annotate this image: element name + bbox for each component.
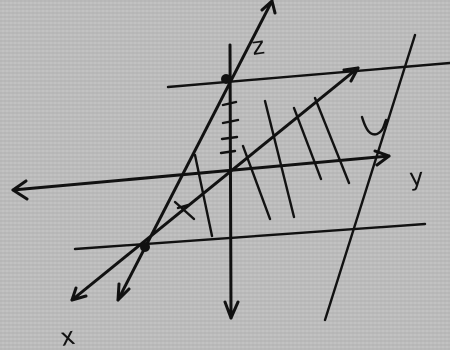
diagonal-x-axis [70, 66, 360, 302]
upper-intersection-dot [221, 74, 231, 84]
tick-mark-1 [221, 100, 238, 107]
steep-diagonal-lower-arrowhead [116, 282, 131, 302]
right-slanted-line [323, 33, 417, 322]
y-axis-left-arrowhead [11, 179, 29, 201]
tick-mark-2 [221, 118, 240, 125]
hatch-marks [173, 96, 351, 238]
intersection-dots [140, 74, 231, 252]
horizontal-y-axis [11, 154, 391, 192]
hatch-line-7 [176, 203, 190, 210]
right-curve-mark [360, 115, 388, 136]
hatch-line-4 [292, 106, 323, 181]
steep-diagonal-arrowhead [260, 0, 277, 15]
tick-mark-4 [219, 149, 237, 155]
z-axis-label: z [250, 31, 266, 60]
hatch-line-6 [173, 200, 196, 221]
tick-mark-3 [220, 135, 239, 141]
hatch-line-1 [263, 99, 296, 219]
x-axis-label: x [58, 322, 77, 350]
hatch-line-5 [193, 153, 214, 238]
upper-parallel-line [166, 61, 450, 89]
vertical-z-axis [228, 43, 233, 320]
vertical-axis-lower-arrow [223, 300, 240, 320]
hatch-line-3 [313, 96, 351, 185]
y-axis-label: y [408, 163, 425, 192]
diagonal-axis-lower-arrowhead [70, 286, 88, 302]
hatch-line-2 [241, 144, 272, 221]
parallel-guide-lines [73, 33, 450, 322]
lower-intersection-dot [140, 242, 150, 252]
lower-parallel-line [73, 222, 427, 251]
